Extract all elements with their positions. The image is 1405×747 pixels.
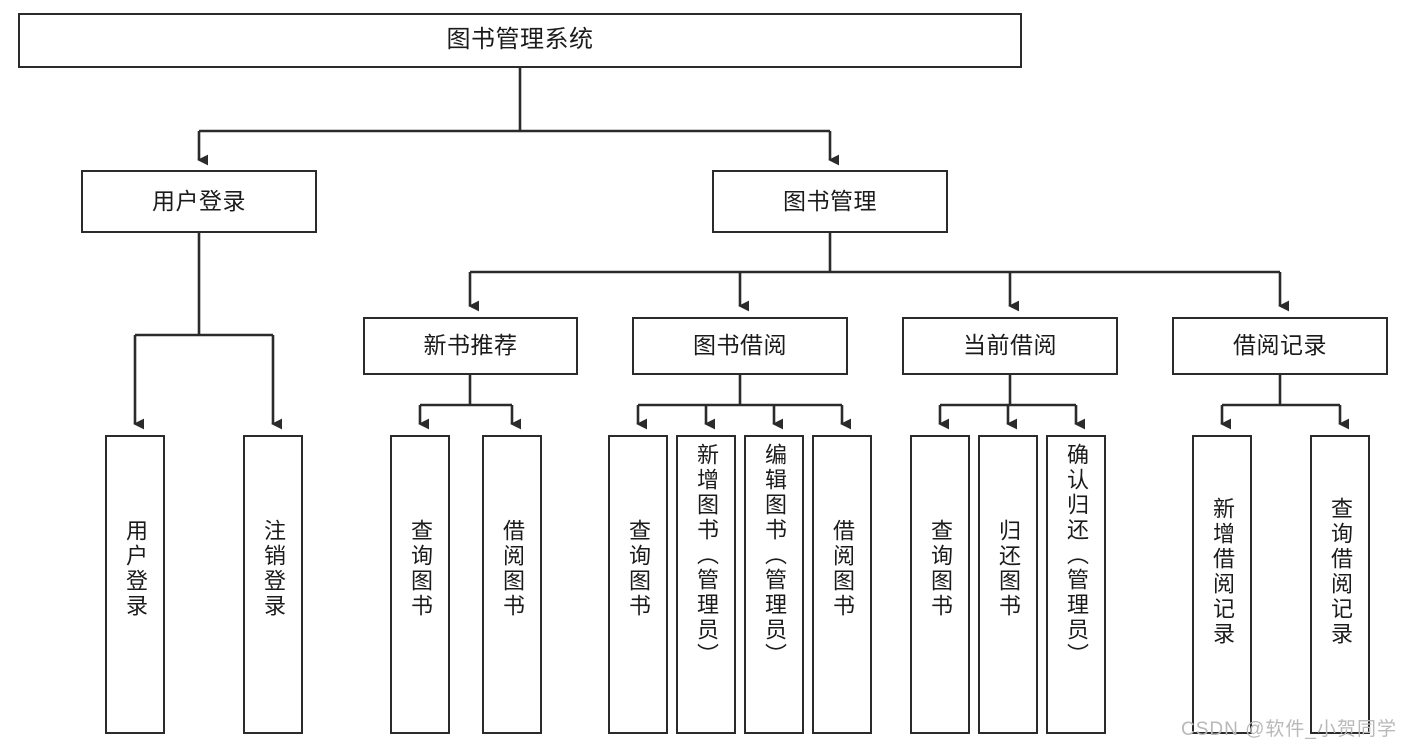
node-label: 新增借阅记录: [1210, 497, 1235, 647]
node-label: 注销登录: [261, 519, 286, 619]
node-book-borrow[interactable]: 图书借阅: [632, 317, 848, 375]
node-label: 查询图书: [408, 519, 433, 619]
node-borrow-records[interactable]: 借阅记录: [1172, 317, 1388, 375]
leaf-query-borrow-record[interactable]: 查询借阅记录: [1310, 435, 1370, 734]
node-current-borrow[interactable]: 当前借阅: [902, 317, 1118, 375]
node-label: 图书管理: [783, 187, 877, 214]
leaf-query-book-borrow[interactable]: 查询图书: [608, 435, 668, 734]
node-label: 查询图书: [928, 519, 953, 619]
node-label: 新书推荐: [423, 332, 518, 359]
node-label: 新增图书（管理员）: [694, 443, 719, 668]
leaf-user-login[interactable]: 用户登录: [105, 435, 165, 734]
node-label: 借阅记录: [1233, 332, 1327, 359]
leaf-logout[interactable]: 注销登录: [243, 435, 303, 734]
node-label: 用户登录: [152, 187, 246, 214]
leaf-return-book[interactable]: 归还图书: [978, 435, 1038, 734]
node-label: 借阅图书: [500, 519, 525, 619]
node-new-book-recommend[interactable]: 新书推荐: [363, 317, 578, 375]
leaf-confirm-return-admin[interactable]: 确认归还（管理员）: [1046, 435, 1106, 734]
node-label: 查询图书: [626, 519, 651, 619]
leaf-borrow-book[interactable]: 借阅图书: [812, 435, 872, 734]
node-label: 当前借阅: [963, 332, 1057, 359]
leaf-add-book-admin[interactable]: 新增图书（管理员）: [676, 435, 736, 734]
node-label: 用户登录: [123, 519, 148, 619]
node-label: 查询借阅记录: [1328, 497, 1353, 647]
leaf-borrow-book-recommend[interactable]: 借阅图书: [482, 435, 542, 734]
node-label: 图书借阅: [693, 332, 787, 359]
node-label: 确认归还（管理员）: [1064, 443, 1089, 668]
leaf-add-borrow-record[interactable]: 新增借阅记录: [1192, 435, 1252, 734]
node-user-login-branch[interactable]: 用户登录: [81, 170, 317, 233]
leaf-query-book-current[interactable]: 查询图书: [910, 435, 970, 734]
csdn-watermark: CSDN @软件_小贺同学: [1181, 719, 1397, 740]
leaf-edit-book-admin[interactable]: 编辑图书（管理员）: [744, 435, 804, 734]
node-book-management-branch[interactable]: 图书管理: [712, 170, 948, 233]
leaf-query-book-recommend[interactable]: 查询图书: [390, 435, 450, 734]
node-label: 编辑图书（管理员）: [762, 443, 787, 668]
node-root-library-system[interactable]: 图书管理系统: [18, 13, 1022, 68]
node-label: 图书管理系统: [446, 26, 594, 54]
node-label: 归还图书: [996, 519, 1021, 619]
node-label: 借阅图书: [830, 519, 855, 619]
